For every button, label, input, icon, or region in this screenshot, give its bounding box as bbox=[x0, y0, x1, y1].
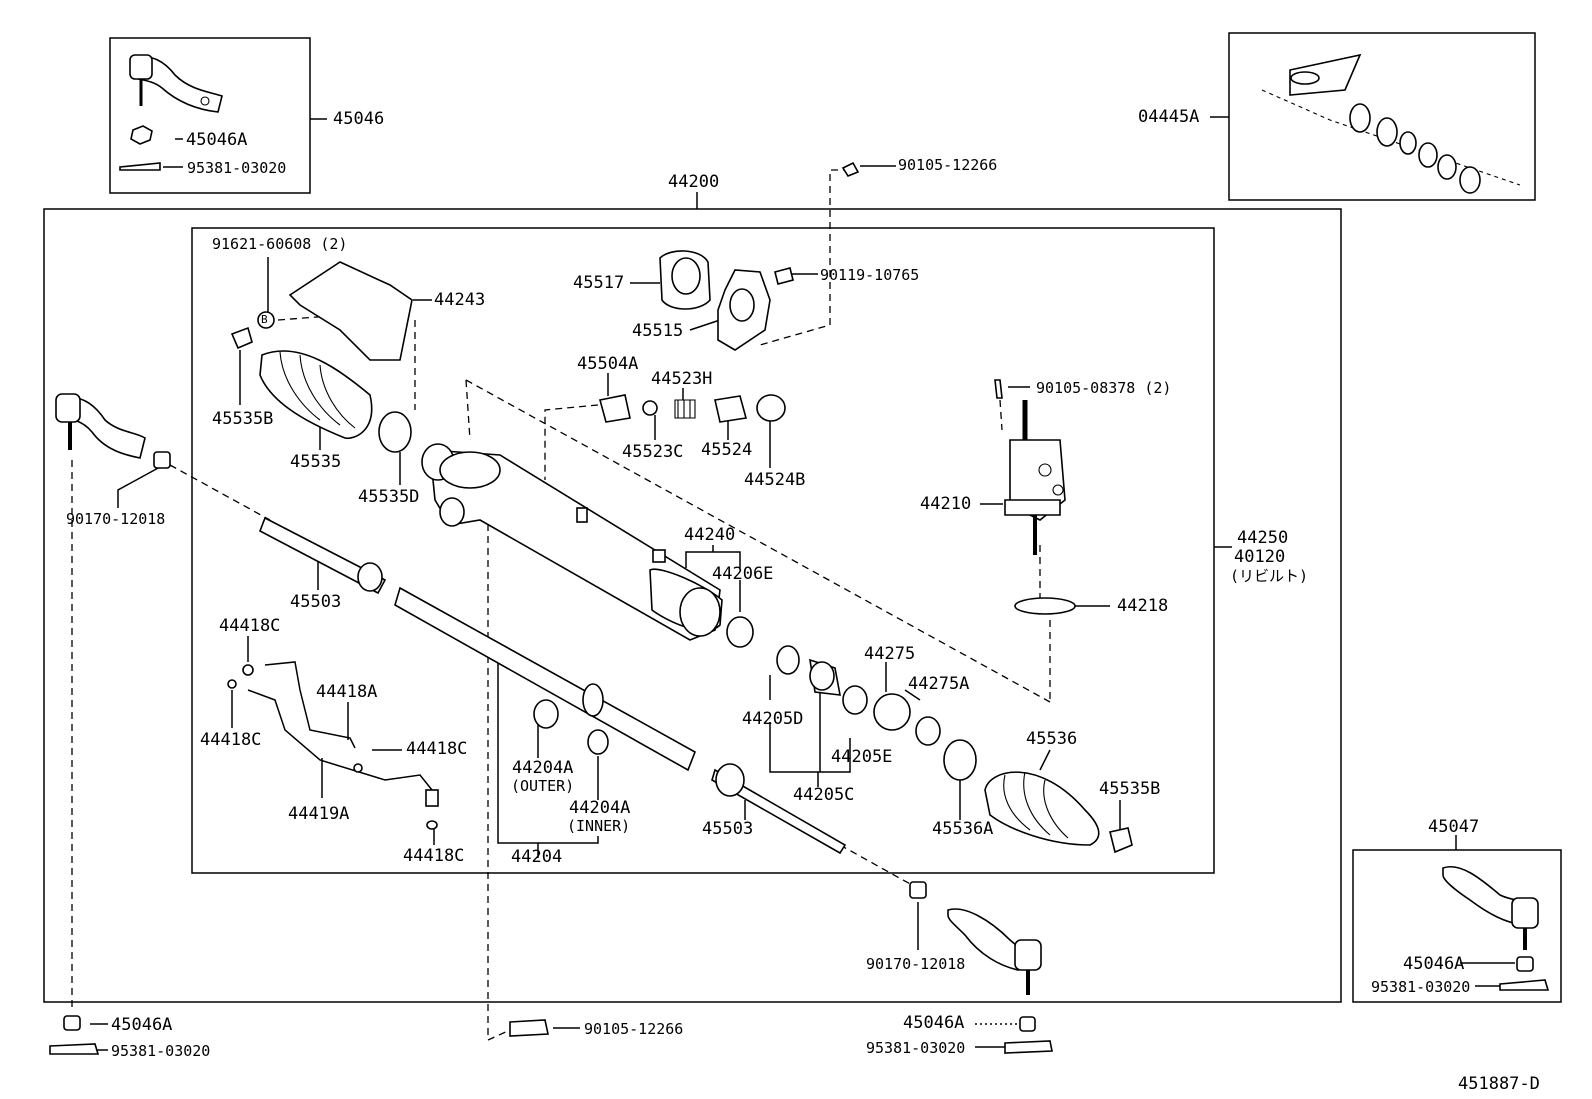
callout-45535b-lh: 45535B bbox=[212, 409, 274, 429]
callout-90105-12266-bottom: 90105-12266 bbox=[584, 1020, 684, 1038]
callout-44523h: 44523H bbox=[651, 369, 713, 389]
rh-seals bbox=[776, 645, 977, 781]
callout-90119: 90119-10765 bbox=[820, 266, 920, 284]
callout-95381-rh-inset: 95381-03020 bbox=[1371, 978, 1471, 996]
tie-rod-end-rh bbox=[909, 881, 1042, 995]
callout-45524: 45524 bbox=[701, 440, 753, 460]
gasket-kit-inset bbox=[1261, 53, 1521, 194]
callout-45523c: 45523C bbox=[622, 442, 684, 462]
callout-44204a-outer: 44204A bbox=[512, 758, 574, 778]
frame-tie-end-rh bbox=[1352, 849, 1562, 1003]
callout-44206e: 44206E bbox=[712, 564, 774, 584]
callout-44275: 44275 bbox=[864, 644, 916, 664]
callout-45504a: 45504A bbox=[577, 354, 639, 374]
rack-housing bbox=[421, 443, 754, 648]
callout-44418c-a: 44418C bbox=[219, 616, 281, 636]
callout-45046a-inset: 45046A bbox=[186, 130, 248, 150]
callout-45535d: 45535D bbox=[358, 487, 420, 507]
callout-90170-rh: 90170-12018 bbox=[866, 955, 966, 973]
lh-boot-group bbox=[230, 261, 413, 453]
callout-45046a-rh-inset: 45046A bbox=[1403, 954, 1465, 974]
pressure-tubes bbox=[227, 661, 439, 830]
callout-b-mark: B bbox=[261, 313, 268, 326]
drawing-id: 451887-D bbox=[1458, 1074, 1540, 1094]
callout-45046: 45046 bbox=[333, 109, 385, 129]
callout-44250: 44250 bbox=[1237, 528, 1289, 548]
rack-and-tie-rods bbox=[258, 516, 847, 855]
callout-44240: 44240 bbox=[684, 525, 736, 545]
callout-95381-inset: 95381-03020 bbox=[187, 159, 287, 177]
callout-44210: 44210 bbox=[920, 494, 972, 514]
frame-gear-assy bbox=[43, 208, 1342, 1003]
callout-44205e: 44205E bbox=[831, 747, 893, 767]
callout-outer-note: (OUTER) bbox=[511, 777, 575, 795]
callout-90105-12266-top: 90105-12266 bbox=[898, 156, 998, 174]
callout-44204: 44204 bbox=[511, 847, 563, 867]
callout-45046a-bc: 45046A bbox=[903, 1013, 965, 1033]
callout-45047: 45047 bbox=[1428, 817, 1480, 837]
callout-45535: 45535 bbox=[290, 452, 342, 472]
callout-inner-note: (INNER) bbox=[567, 817, 631, 835]
bracket-group bbox=[659, 161, 860, 351]
callout-44418c-d: 44418C bbox=[403, 846, 465, 866]
frame-tie-end-lh bbox=[109, 37, 311, 194]
assembly-dashed-lines bbox=[71, 169, 1051, 1041]
tie-rod-end-rh-inset bbox=[1442, 865, 1550, 991]
bottom-hardware bbox=[49, 1015, 1053, 1055]
callout-rebuilt-note: (リビルト) bbox=[1230, 567, 1309, 585]
callout-44205c: 44205C bbox=[793, 785, 855, 805]
callout-95381-bc: 95381-03020 bbox=[866, 1039, 966, 1057]
valve-assy bbox=[994, 379, 1076, 615]
callout-45503-lh: 45503 bbox=[290, 592, 342, 612]
callout-04445a: 04445A bbox=[1138, 107, 1200, 127]
callout-44418c-b: 44418C bbox=[200, 730, 262, 750]
callout-40120: 40120 bbox=[1234, 547, 1286, 567]
rh-boot bbox=[984, 771, 1133, 854]
tie-rod-end-lh-inset bbox=[119, 54, 223, 171]
callout-45517: 45517 bbox=[573, 273, 625, 293]
adjuster-parts bbox=[599, 394, 786, 423]
tie-rod-end-lh bbox=[55, 393, 171, 469]
callout-44418c-c: 44418C bbox=[406, 739, 468, 759]
callout-44524b: 44524B bbox=[744, 470, 806, 490]
callout-95381-bl: 95381-03020 bbox=[111, 1042, 211, 1060]
frame-rebuilt-assy bbox=[191, 227, 1215, 874]
callout-44275a: 44275A bbox=[908, 674, 970, 694]
callout-44205d: 44205D bbox=[742, 709, 804, 729]
callout-44419a: 44419A bbox=[288, 804, 350, 824]
callout-44200: 44200 bbox=[668, 172, 720, 192]
callout-90105-08378: 90105-08378 (2) bbox=[1036, 379, 1172, 397]
callout-45503-rh: 45503 bbox=[702, 819, 754, 839]
callout-44204a-inner: 44204A bbox=[569, 798, 631, 818]
callout-91621: 91621-60608 (2) bbox=[212, 235, 348, 253]
callout-90170-lh: 90170-12018 bbox=[66, 510, 166, 528]
callout-45536a: 45536A bbox=[932, 819, 994, 839]
callout-45536: 45536 bbox=[1026, 729, 1078, 749]
callout-44243: 44243 bbox=[434, 290, 486, 310]
callout-45535b-rh: 45535B bbox=[1099, 779, 1161, 799]
callout-44418a: 44418A bbox=[316, 682, 378, 702]
callout-45515: 45515 bbox=[632, 321, 684, 341]
callout-45046a-bl: 45046A bbox=[111, 1015, 173, 1035]
leader-lines bbox=[90, 116, 1515, 1051]
callout-44218: 44218 bbox=[1117, 596, 1169, 616]
